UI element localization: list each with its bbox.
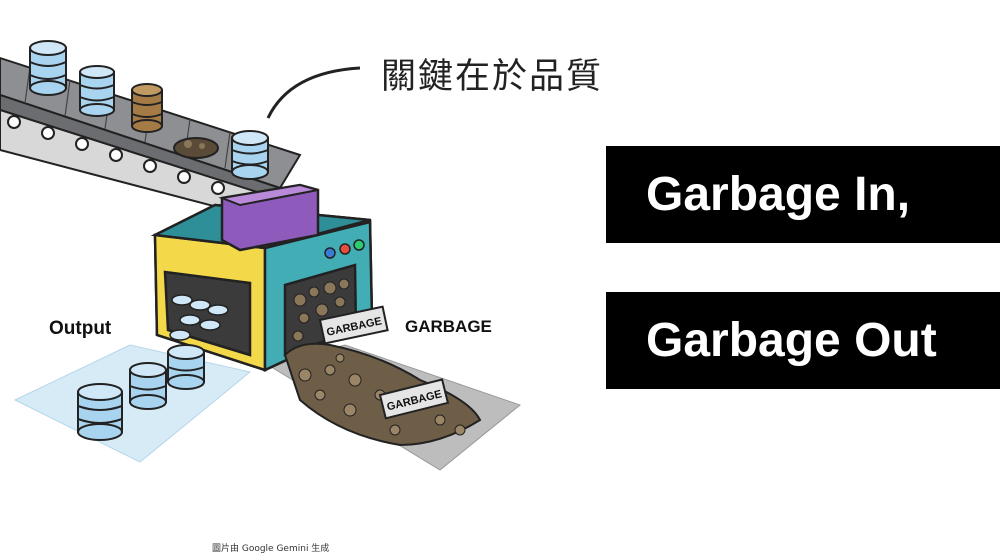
database-icon (231, 130, 269, 180)
database-icon (129, 362, 167, 410)
callout-text: 關鍵在於品質 (381, 57, 604, 97)
callout-line (266, 66, 361, 119)
garbage-machine-illustration: GARBAGE GARBAGE (0, 40, 522, 471)
dirty-database-icon (131, 83, 163, 133)
machine (150, 183, 374, 372)
output-label: Output (49, 318, 112, 339)
garbage-pile: GARBAGE GARBAGE (283, 305, 482, 447)
garbage-label: GARBAGE (405, 317, 492, 336)
garbage-sign: GARBAGE (318, 305, 389, 345)
output-disks (169, 294, 229, 341)
database-icon (167, 344, 205, 390)
title-banner-line2: Garbage Out (606, 292, 1000, 389)
image-credit: 圖片由 Google Gemini 生成 (212, 544, 330, 554)
database-icon (29, 40, 67, 96)
title-banner-line1: Garbage In, (606, 146, 1000, 243)
title-line1-text: Garbage In, (646, 168, 911, 221)
garbage-pile-icon (173, 137, 219, 159)
database-icon (77, 383, 123, 441)
title-line2-text: Garbage Out (646, 314, 937, 367)
database-icon (79, 65, 115, 117)
